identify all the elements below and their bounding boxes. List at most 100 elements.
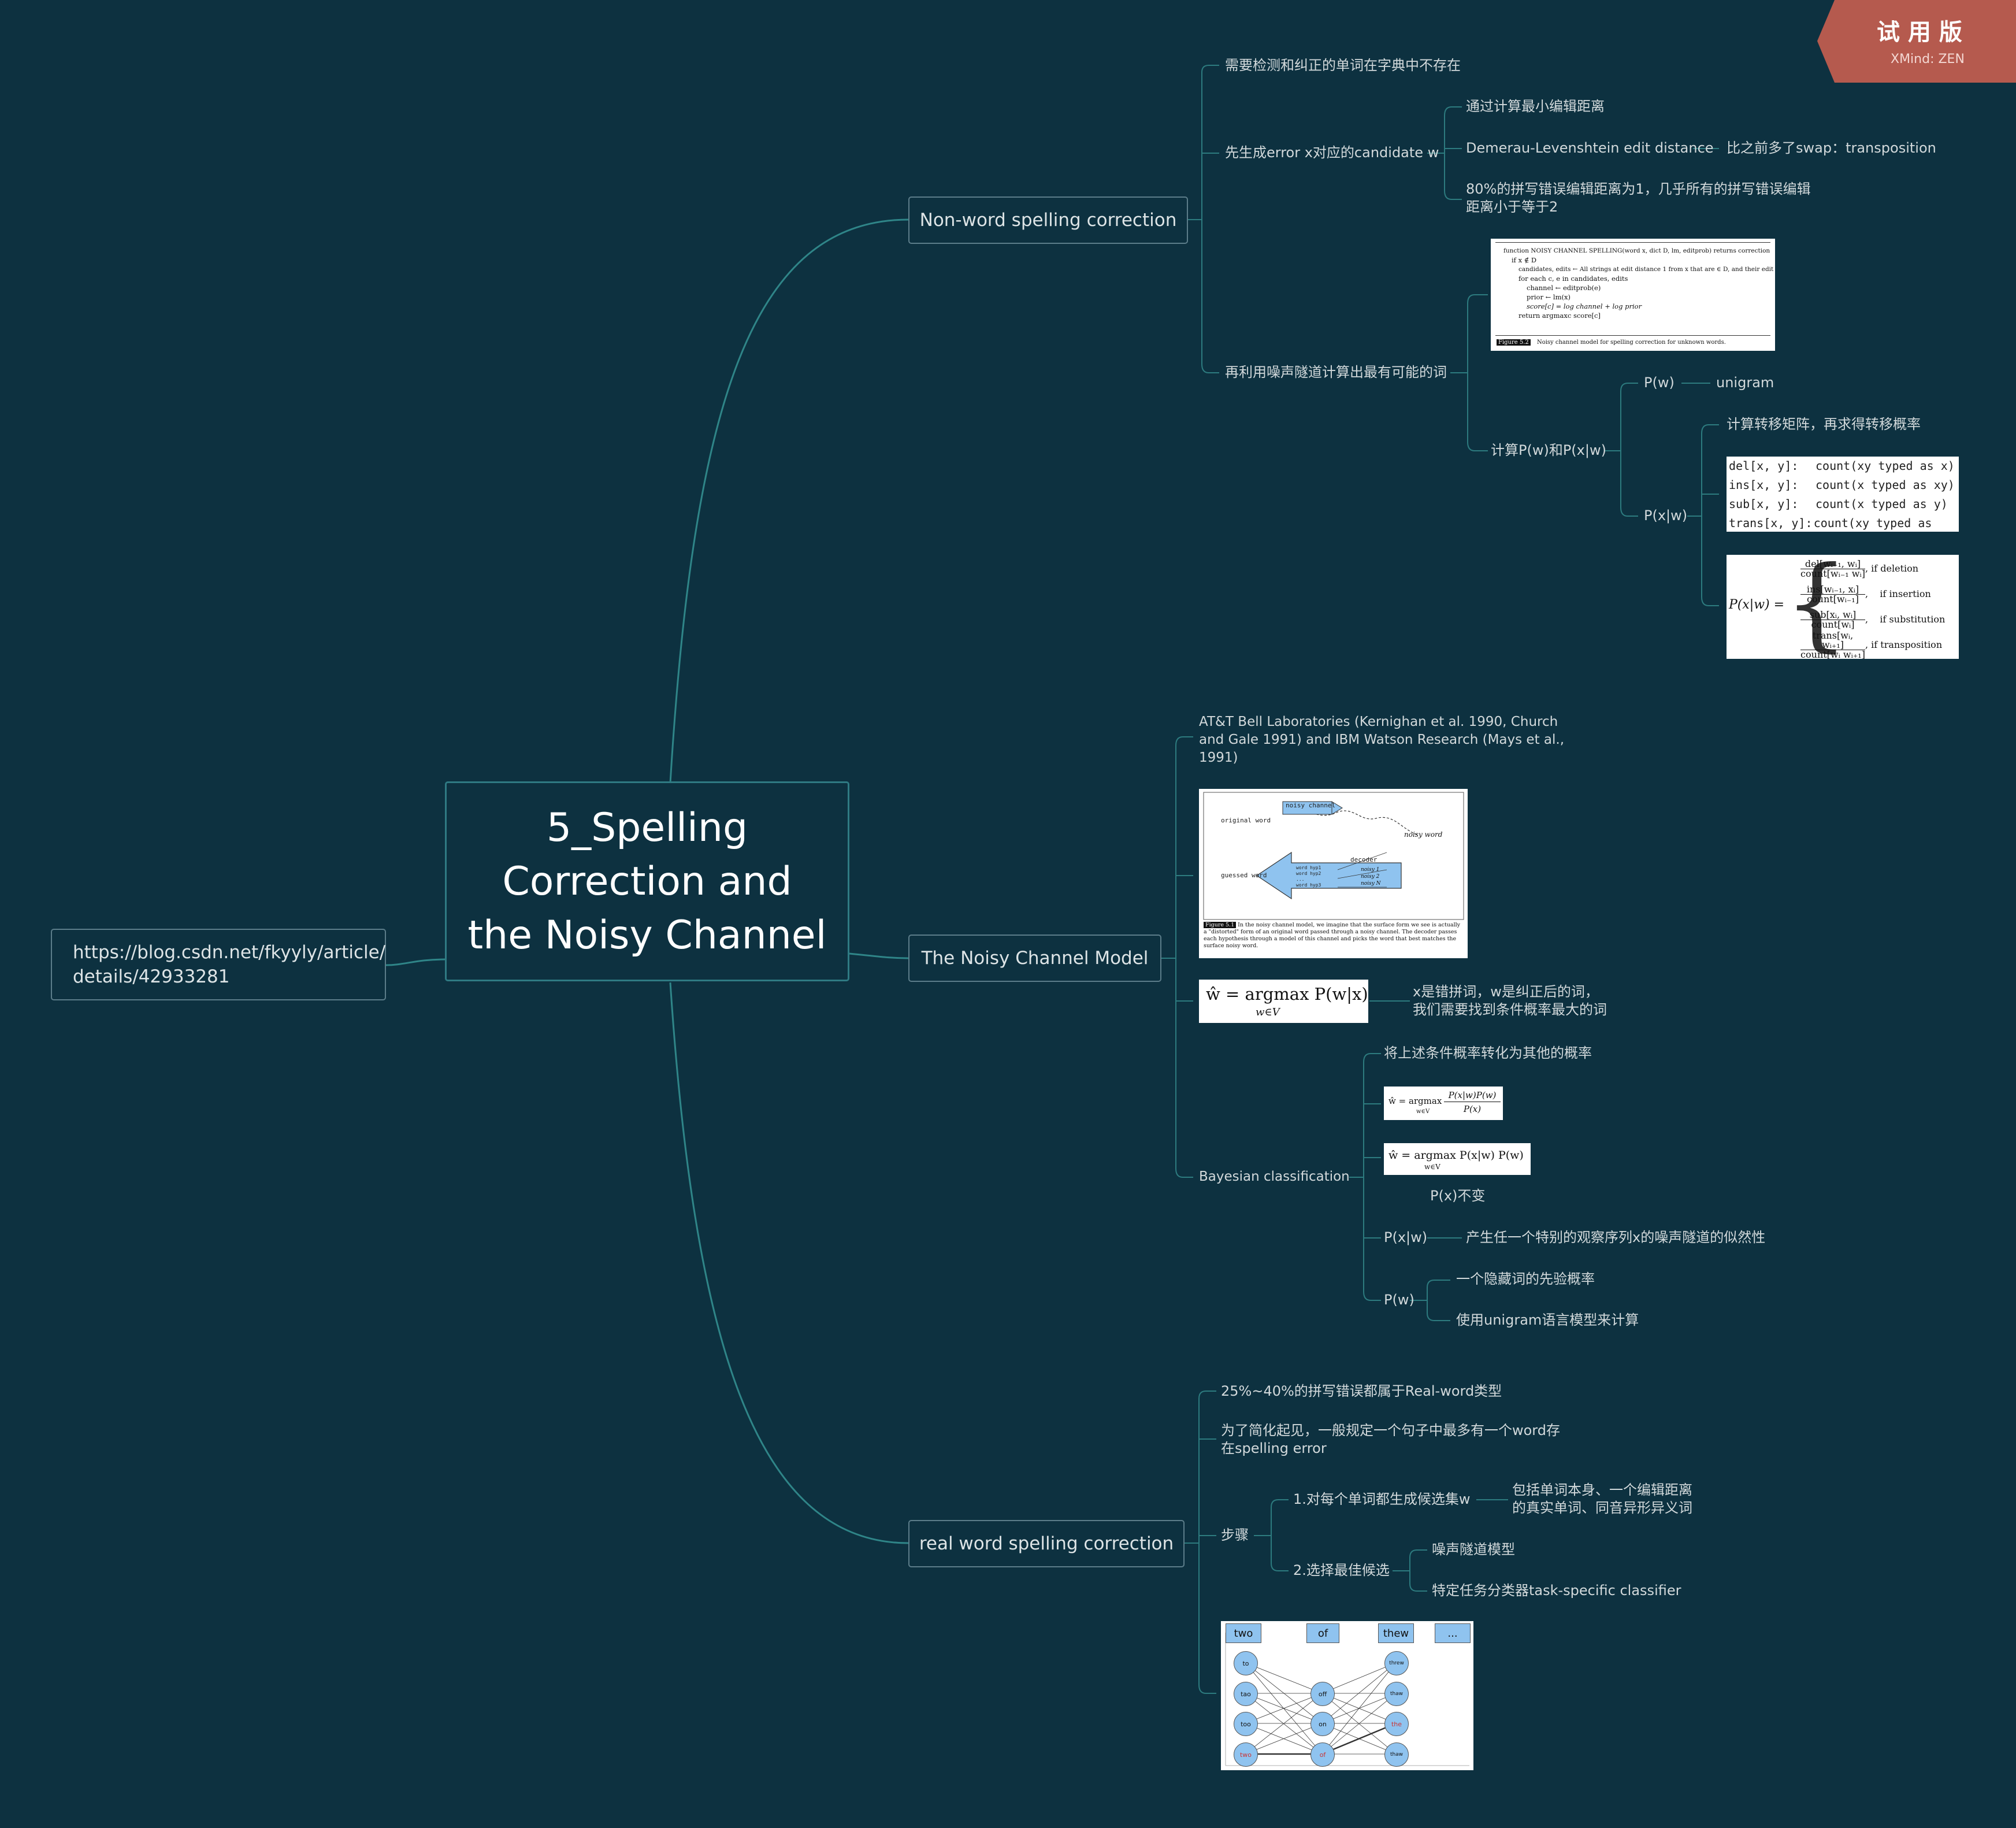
subtopic[interactable]: 将上述条件概率转化为其他的概率 [1384, 1045, 1592, 1061]
lattice-node: tao [1234, 1682, 1258, 1706]
lattice-node: thaw [1384, 1742, 1409, 1767]
figure-5-1-image[interactable]: noisy channel original word noisy word d… [1199, 789, 1468, 958]
subtopic[interactable]: 包括单词本身、一个编辑距离 的真实单词、同音异形异义词 [1512, 1481, 1692, 1517]
confusion-row: ins[x, y]:count(x typed as xy) [1729, 478, 1955, 492]
link-topic[interactable]: https://blog.csdn.net/fkyyly/article/ de… [51, 929, 386, 1000]
lattice-header: two [1226, 1623, 1261, 1643]
lattice-node: thaw [1384, 1682, 1409, 1706]
figure-5-2-image[interactable]: function NOISY CHANNEL SPELLING(word x, … [1491, 239, 1775, 351]
subtopic[interactable]: 80%的拼写错误编辑距离为1，几乎所有的拼写错误编辑 距离小于等于2 [1466, 180, 1811, 216]
confusion-matrix-image[interactable]: del[x, y]:count(xy typed as x) ins[x, y]… [1727, 457, 1959, 532]
subtopic-line: AT&T Bell Laboratories (Kernighan et al.… [1199, 714, 1558, 729]
subtopic[interactable]: 通过计算最小编辑距离 [1466, 98, 1605, 114]
lattice-header: thew [1378, 1623, 1414, 1643]
subtopic[interactable]: 先生成error x对应的candidate w [1225, 144, 1439, 161]
algorithm-line: function NOISY CHANNEL SPELLING(word x, … [1503, 247, 1770, 254]
connector-root-noisy [849, 952, 909, 959]
confusion-row: trans[x, y]:count(xy typed as yx) [1729, 516, 1932, 530]
confusion-row: del[x, y]:count(xy typed as x) [1729, 459, 1955, 473]
lattice-header: of [1306, 1623, 1339, 1643]
root-title-line: 5_Spelling [546, 804, 748, 851]
subtopic[interactable]: 1.对每个单词都生成候选集w [1293, 1491, 1471, 1507]
lattice-header: ... [1435, 1623, 1471, 1643]
subtopic-line: 80%的拼写错误编辑距离为1，几乎所有的拼写错误编辑 [1466, 181, 1811, 197]
confusion-row: sub[x, y]:count(x typed as y) [1729, 497, 1948, 511]
subtopic[interactable]: unigram [1716, 375, 1774, 391]
subtopic[interactable]: P(x|w) [1644, 507, 1688, 524]
subtopic[interactable]: P(w) [1644, 375, 1675, 391]
subtopic[interactable]: 2.选择最佳候选 [1293, 1562, 1390, 1578]
subtopic[interactable]: 再利用噪声隧道计算出最有可能的词 [1225, 364, 1447, 380]
formula-fraction: P(x|w)P(w) P(x) [1444, 1089, 1501, 1116]
formula-case: ins[wᵢ₋₁, xᵢ]count[wᵢ₋₁] , if insertion [1800, 581, 1958, 607]
bayes-formula-image[interactable]: ŵ = argmax w∈V P(x|w)P(w) P(x) [1384, 1087, 1503, 1120]
hypothesis-list: word hyp1 word hyp2 ... word hyp3 [1296, 865, 1321, 888]
branch-realword[interactable]: real word spelling correction [908, 1520, 1185, 1567]
formula-subscript: w∈V [1256, 1006, 1280, 1018]
formula-case: sub[xᵢ, wᵢ]count[wᵢ] , if substitution [1800, 607, 1958, 632]
formula-lhs: P(x|w) = [1729, 598, 1785, 612]
subtopic[interactable]: Bayesian classification [1199, 1169, 1350, 1184]
subtopic[interactable]: Demerau-Levenshtein edit distance [1466, 140, 1714, 156]
figure-caption: Noisy channel model for spelling correct… [1536, 339, 1726, 346]
subtopic[interactable]: 步骤 [1221, 1527, 1249, 1543]
subtopic[interactable]: 为了简化起见，一般规定一个句子中最多有一个word存 在spelling err… [1221, 1422, 1560, 1458]
noisy-channel-diagram [1203, 792, 1464, 920]
subtopic[interactable]: P(x)不变 [1430, 1188, 1486, 1204]
lattice-node: to [1234, 1651, 1258, 1675]
subtopic[interactable]: 比之前多了swap：transposition [1727, 140, 1936, 156]
subtopic[interactable]: 特定任务分类器task-specific classifier [1432, 1582, 1681, 1599]
trial-badge-sub: XMind: ZEN [1891, 52, 1965, 66]
root-title-line: Correction and [502, 858, 792, 904]
argmax-formula-image[interactable]: ŵ = argmax P(w|x) w∈V [1199, 980, 1368, 1023]
subtopic[interactable]: x是错拼词，w是纠正后的词， 我们需要找到条件概率最大的词 [1413, 983, 1607, 1019]
noisy-list: noisy 1 noisy 2 noisy N [1361, 867, 1381, 887]
algorithm-line: score[c] = log channel + log prior [1527, 302, 1642, 310]
diagram-label: decoder [1350, 856, 1378, 863]
root-title-line: the Noisy Channel [467, 912, 827, 958]
formula-subscript: w∈V [1424, 1163, 1440, 1171]
subtopic[interactable]: AT&T Bell Laboratories (Kernighan et al.… [1199, 713, 1564, 767]
lattice-node: on [1310, 1712, 1335, 1736]
algorithm-line: candidates, edits ← All strings at edit … [1519, 266, 1774, 273]
link-line: https://blog.csdn.net/fkyyly/article/ [73, 942, 386, 963]
subtopic[interactable]: 计算P(w)和P(x|w) [1491, 442, 1606, 458]
diagram-label: noisy channel [1286, 802, 1336, 809]
algorithm-line: channel ← editprob(e) [1527, 284, 1601, 292]
bayes-simplified-formula-image[interactable]: ŵ = argmax P(x|w) P(w) w∈V [1384, 1143, 1531, 1175]
link-line: details/42933281 [73, 966, 230, 987]
lattice-node: off [1310, 1682, 1335, 1706]
formula-case: trans[wᵢ, wᵢ₊₁]count[wᵢ wᵢ₊₁] , if trans… [1800, 629, 1943, 659]
diagram-label: guessed word [1221, 872, 1267, 879]
subtopic[interactable]: P(x|w) [1384, 1229, 1428, 1245]
subtopic[interactable]: 需要检测和纠正的单词在字典中不存在 [1225, 57, 1461, 73]
subtopic-line: 包括单词本身、一个编辑距离 [1512, 1482, 1692, 1498]
candidate-lattice-image[interactable]: two of thew ... to tao too two off on of… [1221, 1621, 1473, 1770]
subtopic-line: 的真实单词、同音异形异义词 [1512, 1500, 1692, 1516]
subtopic[interactable]: 一个隐藏词的先验概率 [1456, 1271, 1595, 1287]
branch-noisy-channel[interactable]: The Noisy Channel Model [908, 935, 1161, 982]
subtopic-line: 距离小于等于2 [1466, 199, 1558, 215]
subtopic-line: 为了简化起见，一般规定一个句子中最多有一个word存 [1221, 1422, 1560, 1438]
formula-text: ŵ = argmax P(x|w) P(w) [1388, 1149, 1524, 1162]
trial-badge-title: 试 用 版 [1877, 19, 1962, 46]
brace-icon: { [1784, 555, 1849, 659]
subtopic[interactable]: 噪声隧道模型 [1432, 1541, 1515, 1558]
algorithm-line: if x ∉ D [1512, 256, 1537, 264]
formula-subscript: w∈V [1416, 1108, 1430, 1115]
lattice-node: of [1310, 1742, 1335, 1767]
root-topic[interactable]: 5_Spelling Correction and the Noisy Chan… [445, 781, 849, 981]
subtopic-line: 1991) [1199, 750, 1238, 765]
formula-case: del[wᵢ₋₁, wᵢ]count[wᵢ₋₁ wᵢ] , if deletio… [1800, 558, 1919, 579]
algorithm-line: return argmaxc score[c] [1519, 312, 1601, 320]
subtopic[interactable]: 使用unigram语言模型来计算 [1456, 1312, 1639, 1328]
subtopic-line: and Gale 1991) and IBM Watson Research (… [1199, 732, 1565, 747]
subtopic[interactable]: 产生任一个特别的观察序列x的噪声隧道的似然性 [1466, 1229, 1766, 1245]
subtopic-line: x是错拼词，w是纠正后的词， [1413, 984, 1599, 1000]
branch-nonword[interactable]: Non-word spelling correction [908, 196, 1188, 244]
subtopic[interactable]: 25%~40%的拼写错误都属于Real-word类型 [1221, 1383, 1502, 1399]
pxw-formula-image[interactable]: P(x|w) = { del[wᵢ₋₁, wᵢ]count[wᵢ₋₁ wᵢ] ,… [1727, 555, 1959, 659]
subtopic-line: 在spelling error [1221, 1440, 1327, 1456]
subtopic[interactable]: 计算转移矩阵，再求得转移概率 [1727, 416, 1921, 432]
subtopic[interactable]: P(w) [1384, 1292, 1414, 1308]
